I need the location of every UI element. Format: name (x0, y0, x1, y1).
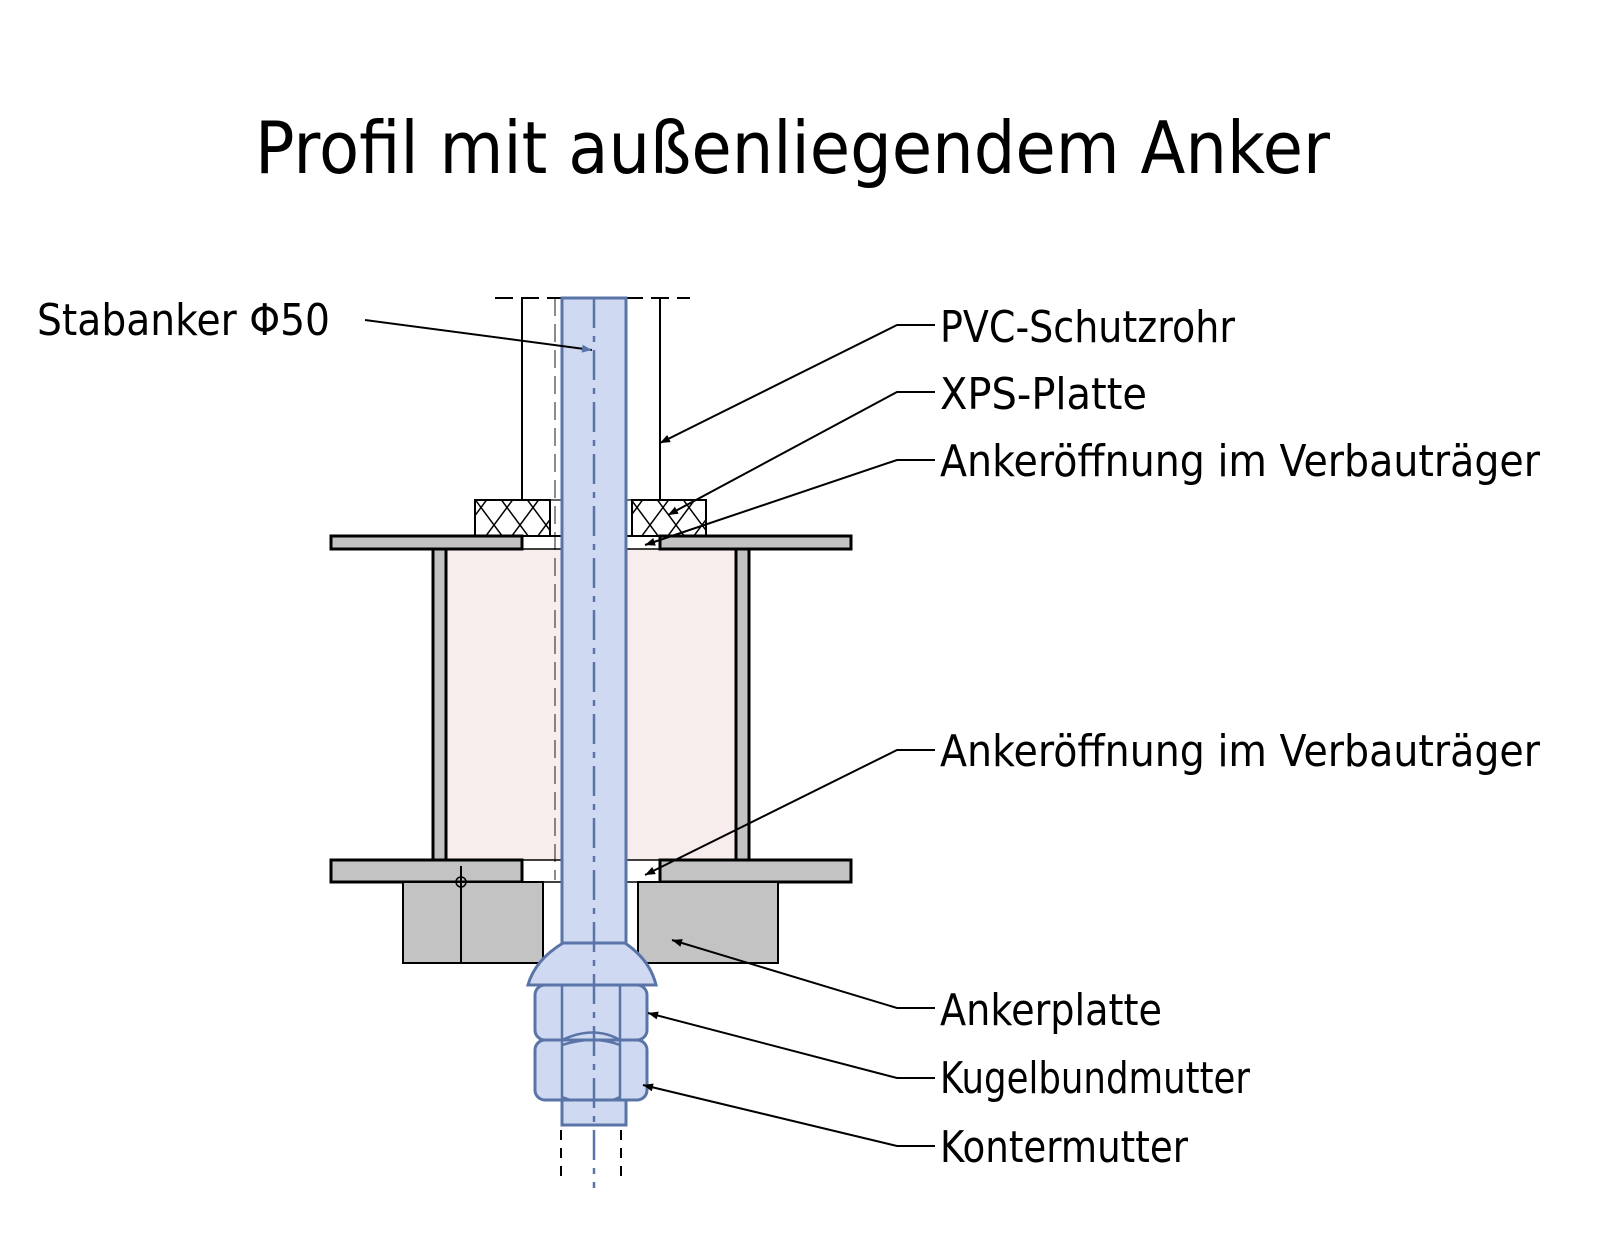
xps-plate (474, 499, 707, 537)
label-kugelbundmutter: Kugelbundmutter (940, 1053, 1251, 1104)
lock-nut (533, 1038, 649, 1102)
top-flange-right (658, 534, 853, 551)
drawing-title: Profil mit außenliegendem Anker (255, 106, 1330, 190)
leader-lines (364, 319, 935, 1147)
anchor-rod (526, 296, 658, 1188)
label-xps-platte: XPS-Platte (940, 369, 1147, 420)
label-kontermutter: Kontermutter (940, 1122, 1189, 1173)
ball-nut-dome (526, 941, 658, 987)
bottom-flange-right (658, 858, 853, 884)
label-ankeroeffnung-bottom: Ankeröffnung im Verbauträger (940, 726, 1541, 777)
anchor-plate (402, 866, 779, 964)
label-stabanker: Stabanker Φ50 (37, 295, 330, 346)
pvc-tube (495, 297, 690, 500)
top-flange-left (329, 534, 524, 551)
bottom-flange-left (329, 858, 524, 884)
label-ankeroeffnung-top: Ankeröffnung im Verbauträger (940, 436, 1541, 487)
label-pvc-schutzrohr: PVC-Schutzrohr (940, 302, 1236, 353)
label-ankerplatte: Ankerplatte (940, 985, 1162, 1036)
